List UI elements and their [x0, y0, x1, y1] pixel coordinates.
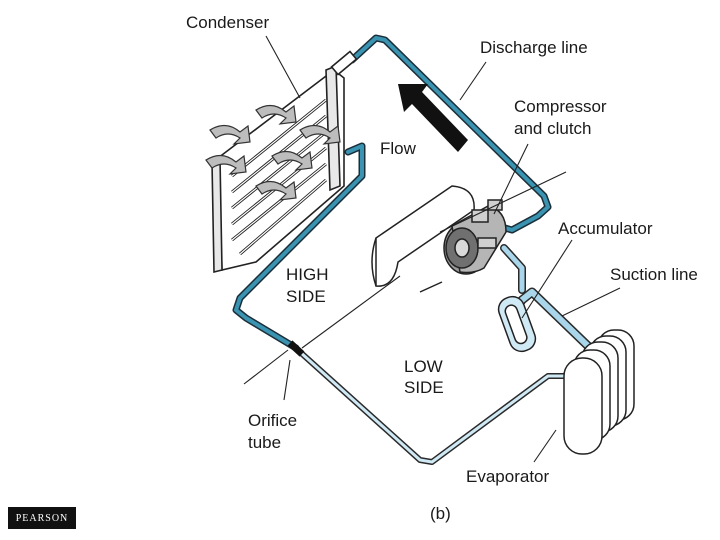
evaporator-inlet-line: [298, 350, 566, 464]
orifice-tube-label-line1: Orifice: [248, 411, 298, 430]
discharge-line-label: Discharge line: [480, 38, 588, 57]
evaporator: [563, 329, 635, 455]
high-side-label-line1: HIGH: [286, 265, 329, 284]
compressor: [443, 199, 507, 275]
evaporator-label: Evaporator: [466, 467, 550, 486]
compressor-label-line2: and clutch: [514, 119, 592, 138]
figure-label: (b): [430, 504, 451, 523]
engine-housing: [371, 185, 475, 293]
orifice-tube: [287, 340, 305, 357]
suction-line-label: Suction line: [610, 265, 698, 284]
leader-lines: [243, 35, 621, 463]
accumulator: [497, 295, 537, 353]
high-side-lines: [232, 34, 552, 352]
high-side-label-line2: SIDE: [286, 287, 326, 306]
low-side-label-line2: SIDE: [404, 378, 444, 397]
orifice-tube-label-line2: tube: [248, 433, 282, 452]
accumulator-label: Accumulator: [558, 219, 653, 238]
condenser-label: Condenser: [186, 13, 270, 32]
publisher-logo: PEARSON: [8, 507, 76, 529]
flow-arrow-icon: [398, 84, 468, 152]
compressor-label-line1: Compressor: [514, 97, 607, 116]
flow-label: Flow: [380, 139, 416, 158]
airflow-arrows: [205, 104, 341, 201]
low-side-lines: [297, 244, 593, 465]
low-side-label-line1: LOW: [404, 357, 443, 376]
